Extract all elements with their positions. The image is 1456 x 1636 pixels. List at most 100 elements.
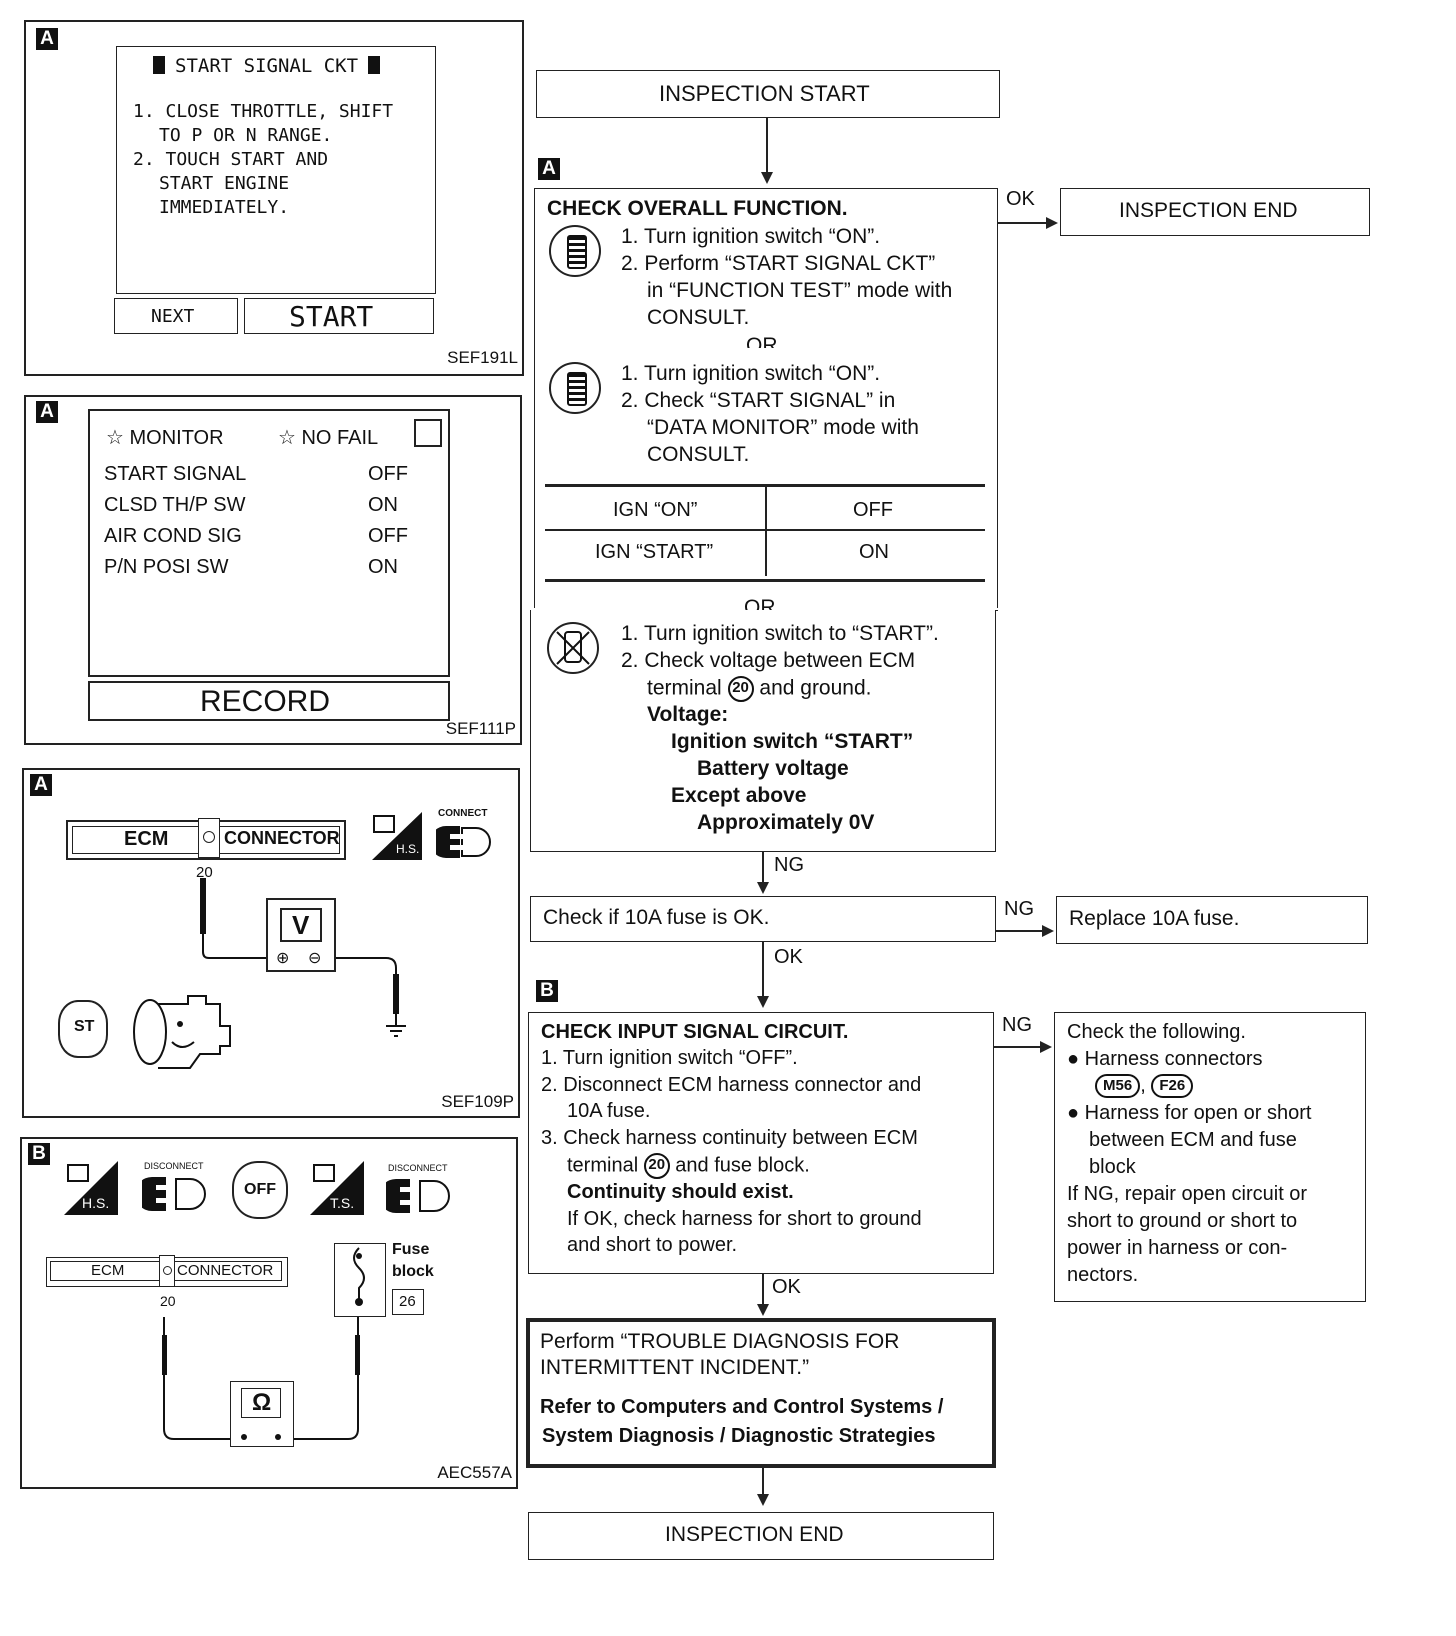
- monitor-header: ☆ MONITOR: [106, 427, 224, 449]
- method1-line: 1. Turn ignition switch “ON”.: [621, 225, 881, 248]
- step-tag: A: [538, 158, 560, 180]
- input-step-line: 2. Disconnect ECM harness connector and: [541, 1074, 922, 1096]
- pin-dot: [203, 831, 215, 843]
- approx-voltage-label: Approximately 0V: [697, 811, 875, 834]
- voltmeter: V ⊕ ⊖: [266, 898, 336, 972]
- check-title: CHECK OVERALL FUNCTION.: [547, 197, 848, 220]
- black-square-icon: [368, 56, 381, 74]
- harness-side-icon: H.S.: [64, 1161, 118, 1215]
- check-following-line: between ECM and fuse: [1089, 1129, 1297, 1151]
- disconnect-icon: [135, 1173, 212, 1220]
- connector-codes: M56, F26: [1095, 1074, 1194, 1098]
- fuse-label-line1: Fuse: [392, 1241, 430, 1258]
- arrow-down-icon: [757, 1304, 769, 1316]
- nofail-header: ☆ NO FAIL: [278, 427, 379, 449]
- fuse-block: [334, 1243, 386, 1317]
- start-button[interactable]: START: [244, 298, 434, 334]
- screen-title-row: START SIGNAL CKT: [153, 55, 381, 77]
- consult-icon: [549, 225, 601, 277]
- step-line: TO P OR N RANGE.: [159, 125, 333, 146]
- figure-ref: SEF111P: [445, 719, 516, 738]
- ts-label: T.S.: [330, 1195, 355, 1211]
- method3-line: 1. Turn ignition switch to “START”.: [621, 622, 939, 645]
- inspection-end-box: INSPECTION END: [1060, 188, 1370, 236]
- probe-terminal-dot: [275, 1434, 281, 1440]
- step-tag: B: [536, 980, 558, 1002]
- text-fragment: terminal: [567, 1154, 639, 1177]
- method1-line: 2. Perform “START SIGNAL CKT”: [621, 252, 936, 275]
- pin-cell: [159, 1255, 175, 1287]
- method3-line: 2. Check voltage between ECM: [621, 649, 916, 672]
- checkbox[interactable]: [414, 419, 442, 447]
- replace-fuse-label: Replace 10A fuse.: [1069, 907, 1240, 930]
- pin-dot: [163, 1266, 172, 1275]
- connector-line: [996, 930, 1044, 932]
- arrow-right-icon: [1046, 217, 1058, 229]
- arrow-right-icon: [1042, 925, 1054, 937]
- arrow-down-icon: [757, 882, 769, 894]
- connect-icon: [430, 822, 496, 867]
- repair-line: power in harness or con-: [1067, 1237, 1288, 1259]
- next-label: NEXT: [151, 306, 195, 327]
- ng-label: NG: [1002, 1014, 1032, 1036]
- meter-display: V: [280, 908, 322, 942]
- harness-side-icon: H.S.: [372, 812, 422, 860]
- repair-line: If NG, repair open circuit or: [1067, 1183, 1308, 1205]
- repair-line: short to ground or short to: [1067, 1210, 1298, 1232]
- connector-label: CONNECTOR: [224, 828, 340, 848]
- connector-line: [998, 222, 1048, 224]
- step-line: IMMEDIATELY.: [159, 197, 290, 218]
- input-check-title: CHECK INPUT SIGNAL CIRCUIT.: [541, 1021, 849, 1043]
- terminal-side-icon: T.S.: [310, 1161, 364, 1215]
- connector-label: CONNECTOR: [177, 1262, 274, 1279]
- check-following-item: ● Harness for open or short: [1067, 1102, 1312, 1124]
- step-line: 1. CLOSE THROTTLE, SHIFT: [133, 101, 394, 122]
- input-step-line: 3. Check harness continuity between ECM: [541, 1127, 918, 1149]
- consult-screen: START SIGNAL CKT 1. CLOSE THROTTLE, SHIF…: [116, 46, 436, 294]
- engine-icon: [133, 995, 231, 1069]
- black-square-icon: [153, 56, 165, 74]
- inspection-end-label: INSPECTION END: [665, 1523, 844, 1546]
- next-button[interactable]: NEXT: [114, 298, 238, 334]
- pin-number: 20: [196, 864, 213, 881]
- method2-line: “DATA MONITOR” mode with: [647, 416, 919, 439]
- method3-terminal-line: terminal 20 and ground.: [647, 676, 872, 702]
- connector-line: [994, 1046, 1042, 1048]
- monitor-screen: ☆ MONITOR ☆ NO FAIL START SIGNAL OFF CLS…: [88, 409, 450, 677]
- arrow-down-icon: [761, 172, 773, 184]
- ignition-off-icon: OFF: [232, 1161, 288, 1219]
- probe-terminal-dot: [241, 1434, 247, 1440]
- panel-data-monitor: A ☆ MONITOR ☆ NO FAIL START SIGNAL OFF C…: [24, 395, 522, 745]
- ohmmeter: Ω: [230, 1381, 294, 1447]
- connector-line: [766, 118, 768, 174]
- figure-ref: AEC557A: [437, 1463, 512, 1482]
- harness-side-icon-svg: [372, 812, 422, 860]
- voltage-label: Voltage:: [647, 703, 729, 726]
- text-fragment: and fuse block.: [675, 1154, 810, 1177]
- screen-title: START SIGNAL CKT: [175, 55, 359, 77]
- arrow-down-icon: [757, 996, 769, 1008]
- text-fragment: ,: [1140, 1074, 1146, 1097]
- refer-line: System Diagnosis / Diagnostic Strategies: [542, 1425, 936, 1447]
- ohmmeter-wiring: [162, 1317, 360, 1440]
- ng-label: NG: [1004, 898, 1034, 920]
- inspection-end-box: INSPECTION END: [528, 1512, 994, 1560]
- arrow-right-icon: [1040, 1041, 1052, 1053]
- monitor-row-name: AIR COND SIG: [104, 525, 242, 547]
- monitor-row-value: OFF: [368, 463, 408, 485]
- minus-terminal-icon: ⊖: [308, 950, 322, 967]
- consult-device-shape: [567, 372, 587, 406]
- fuse-check-label: Check if 10A fuse is OK.: [543, 906, 770, 929]
- refer-line: Refer to Computers and Control Systems /: [540, 1396, 944, 1418]
- inspection-start-label: INSPECTION START: [659, 81, 870, 106]
- connector-line: [762, 1274, 764, 1308]
- no-consult-icon-svg: [556, 631, 590, 665]
- record-button[interactable]: RECORD: [88, 681, 450, 721]
- ok-label: OK: [774, 946, 803, 968]
- input-step-line: 10A fuse.: [567, 1100, 651, 1122]
- continuity-label: Continuity should exist.: [567, 1181, 794, 1203]
- battery-voltage-label: Battery voltage: [697, 757, 849, 780]
- connector-line: [762, 942, 764, 1000]
- ok-label: OK: [772, 1276, 801, 1298]
- check-following-line: block: [1089, 1156, 1136, 1178]
